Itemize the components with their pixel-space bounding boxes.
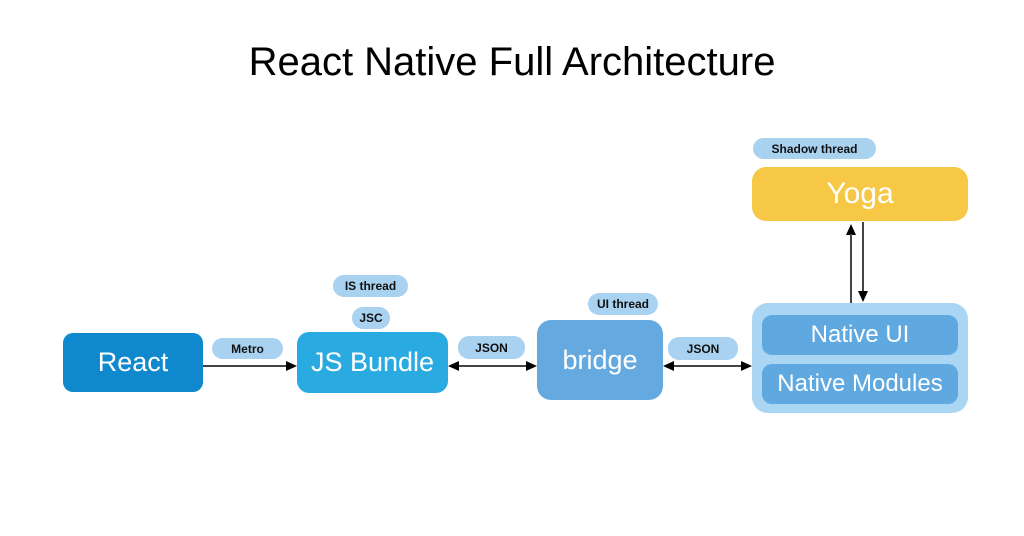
pill-shadow-thread: Shadow thread (753, 138, 876, 159)
node-js-bundle-label: JS Bundle (310, 347, 435, 377)
node-react: React (63, 333, 203, 392)
arrow-line (850, 234, 852, 303)
node-yoga-label: Yoga (826, 177, 894, 210)
node-native-modules: Native Modules (762, 364, 958, 404)
node-react-label: React (97, 347, 169, 377)
pill-json-right: JSON (668, 337, 738, 360)
node-native-ui-label: Native UI (810, 321, 910, 348)
arrowhead-left-icon (448, 361, 459, 371)
node-yoga: Yoga (752, 167, 968, 221)
node-bridge-label: bridge (562, 344, 638, 375)
arrow-line (459, 365, 526, 367)
arrowhead-right-icon (286, 361, 297, 371)
arrow-line (674, 365, 741, 367)
arrowhead-up-icon (846, 224, 856, 235)
pill-json-left: JSON (458, 336, 525, 359)
arrowhead-left-icon (663, 361, 674, 371)
node-bridge: bridge (537, 320, 663, 400)
node-js-bundle: JS Bundle (297, 332, 448, 393)
pill-jsc: JSC (352, 307, 390, 329)
arrowhead-right-icon (741, 361, 752, 371)
node-native-modules-label: Native Modules (777, 370, 943, 397)
pill-ui-thread: UI thread (588, 293, 658, 315)
node-native-ui: Native UI (762, 315, 958, 355)
pill-is-thread: IS thread (333, 275, 408, 297)
diagram-title: React Native Full Architecture (248, 40, 776, 84)
arrowhead-right-icon (526, 361, 537, 371)
arrow-line (862, 222, 864, 292)
pill-metro: Metro (212, 338, 283, 359)
arrowhead-down-icon (858, 291, 868, 302)
arrow-line (203, 365, 286, 367)
